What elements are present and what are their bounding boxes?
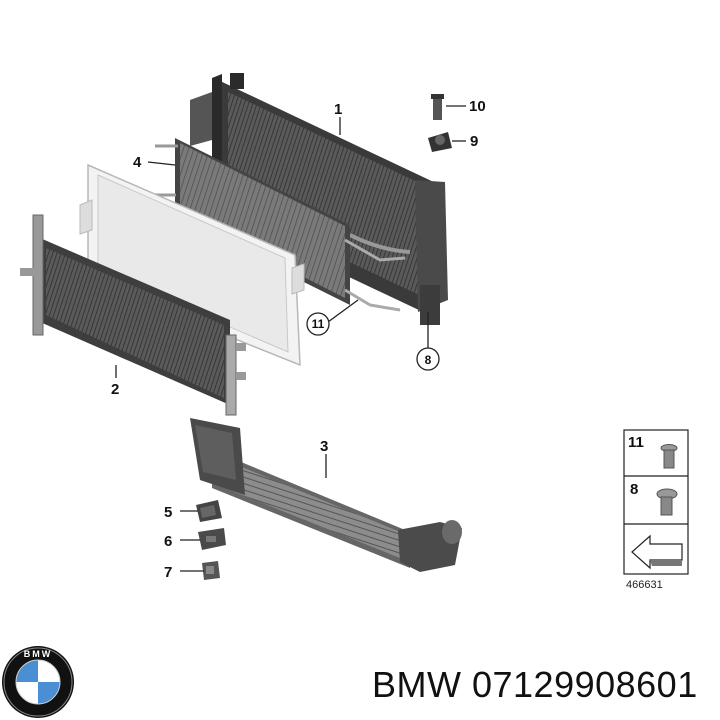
bmw-logo-text: BMW [24,649,53,659]
screw-part-10 [431,94,444,120]
bracket-part-5 [196,500,222,522]
callout-11-circle: 11 [306,312,330,336]
leader-lines [115,105,466,572]
condenser-part-2 [20,214,246,416]
callout-6: 6 [164,533,172,550]
cooler-part-4 [150,138,406,312]
diagram-number: 466631 [626,579,663,591]
intercooler-part-3 [190,418,462,572]
callout-3: 3 [320,438,328,455]
legend-label-11: 11 [628,434,644,451]
direction-arrow-icon [631,534,683,570]
callout-9: 9 [470,133,478,150]
part-number-caption: BMW 07129908601 [372,664,698,705]
callout-11: 11 [312,317,325,331]
callout-2: 2 [111,381,119,398]
clip-part-7 [202,561,220,580]
callout-8: 8 [425,353,432,367]
bolt-11-icon [660,444,678,469]
bmw-logo: BMW [2,646,74,718]
bracket-part-6 [198,528,226,550]
callout-1: 1 [334,101,342,118]
callout-4: 4 [133,154,142,171]
mount-part-9 [428,132,452,152]
callout-8-circle: 8 [416,347,440,371]
callout-7: 7 [164,564,172,581]
callout-10: 10 [469,98,486,115]
legend-label-8: 8 [630,481,638,498]
callout-5: 5 [164,504,172,521]
bolt-8-icon [656,488,678,516]
air-shroud [79,163,305,367]
fastener-legend: 11 8 [623,429,689,575]
